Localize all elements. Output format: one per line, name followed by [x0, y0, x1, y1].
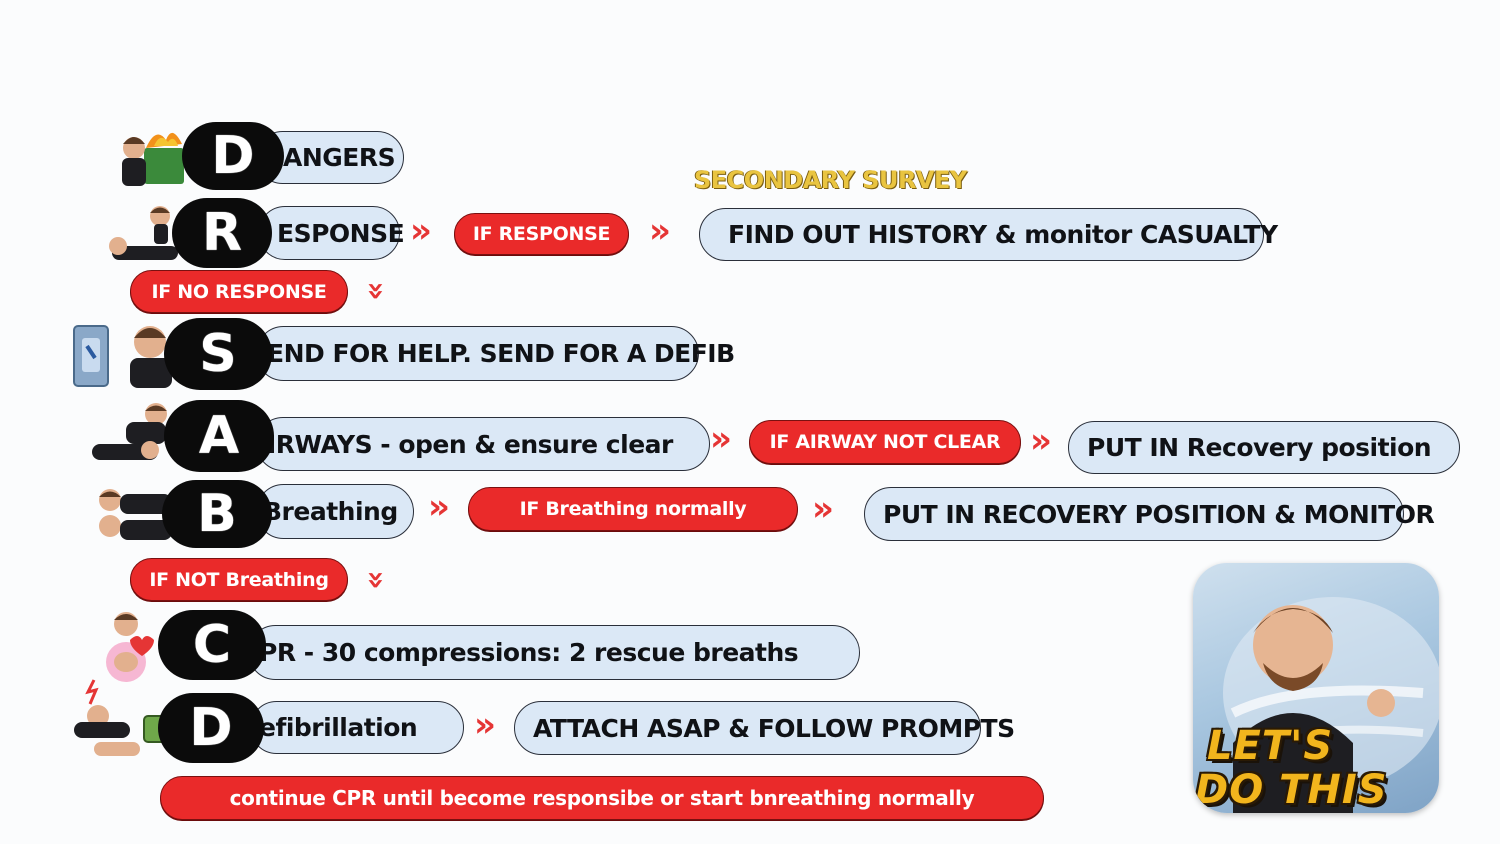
send-pill: END FOR HELP. SEND FOR A DEFIB — [256, 326, 735, 381]
if-airway-not-clear-badge: IF AIRWAY NOT CLEAR — [749, 420, 1021, 464]
chevron-right-icon: » — [410, 211, 432, 251]
chevron-right-icon: » — [649, 211, 671, 251]
chevron-down-icon: » — [358, 281, 394, 301]
chevron-down-icon: » — [358, 570, 394, 590]
recovery-monitor-label: PUT IN RECOVERY POSITION & MONITOR — [883, 499, 1435, 529]
history-outcome-pill: FIND OUT HISTORY & monitor CASUALTY — [699, 208, 1278, 261]
if-not-breathing-badge: IF NOT Breathing — [130, 558, 348, 601]
dangers-avatar-icon — [116, 122, 186, 188]
chevron-right-icon: » — [1030, 421, 1052, 461]
breathing-label: Breathing — [263, 497, 398, 526]
chevron-right-icon: » — [812, 489, 834, 529]
recovery-label: PUT IN Recovery position — [1087, 433, 1432, 462]
if-breathing-normally-badge: IF Breathing normally — [468, 487, 798, 531]
cpr-pill: PR - 30 compressions: 2 rescue breaths — [248, 625, 860, 680]
cpr-avatar-icon — [96, 606, 174, 686]
letter-c-cpr: C — [158, 610, 266, 680]
breathing-pill: Breathing — [256, 484, 414, 539]
recovery-outcome-pill: PUT IN Recovery position — [1068, 421, 1460, 474]
logo-line-1: LET'S — [1207, 723, 1334, 769]
chevron-right-icon: » — [428, 487, 450, 527]
recovery-monitor-outcome-pill: PUT IN RECOVERY POSITION & MONITOR — [864, 487, 1435, 541]
response-avatar-icon — [106, 200, 186, 266]
chevron-right-icon: » — [710, 419, 732, 459]
airways-label: IRWAYS - open & ensure clear — [267, 429, 673, 459]
response-label: ESPONSE — [277, 218, 405, 248]
response-pill: ESPONSE — [258, 206, 405, 260]
attach-label: ATTACH ASAP & FOLLOW PROMPTS — [533, 713, 1015, 743]
cpr-label: PR - 30 compressions: 2 rescue breaths — [259, 638, 799, 667]
letter-a-airways: A — [164, 400, 274, 472]
breathing-avatar-icon — [82, 482, 182, 548]
letter-b-breathing: B — [162, 480, 272, 548]
letter-d-defib: D — [158, 693, 264, 763]
defib-avatar-icon — [64, 676, 174, 766]
dangers-label: ANGERS — [283, 143, 396, 172]
if-no-response-badge: IF NO RESPONSE — [130, 270, 348, 313]
send-label: END FOR HELP. SEND FOR A DEFIB — [267, 339, 735, 368]
logo-art-icon — [1223, 597, 1439, 813]
if-response-badge: IF RESPONSE — [454, 213, 629, 255]
airways-pill: IRWAYS - open & ensure clear — [256, 417, 710, 471]
defib-label: efibrillation — [259, 713, 418, 742]
attach-outcome-pill: ATTACH ASAP & FOLLOW PROMPTS — [514, 701, 1015, 755]
airway-avatar-icon — [86, 400, 182, 466]
continue-cpr-banner: continue CPR until become responsibe or … — [160, 776, 1044, 820]
letter-r-response: R — [172, 198, 272, 268]
letter-s-send: S — [164, 318, 272, 390]
history-label: FIND OUT HISTORY & monitor CASUALTY — [728, 220, 1278, 249]
chevron-right-icon: » — [474, 705, 496, 745]
lets-do-this-logo: LET'S DO THIS — [1193, 563, 1439, 813]
secondary-survey-label: SECONDARY SURVEY — [694, 166, 967, 194]
defib-pill: efibrillation — [250, 701, 464, 754]
letter-d-dangers: D — [182, 122, 284, 190]
logo-line-2: DO THIS — [1195, 767, 1388, 813]
phone-avatar-icon — [72, 318, 182, 388]
